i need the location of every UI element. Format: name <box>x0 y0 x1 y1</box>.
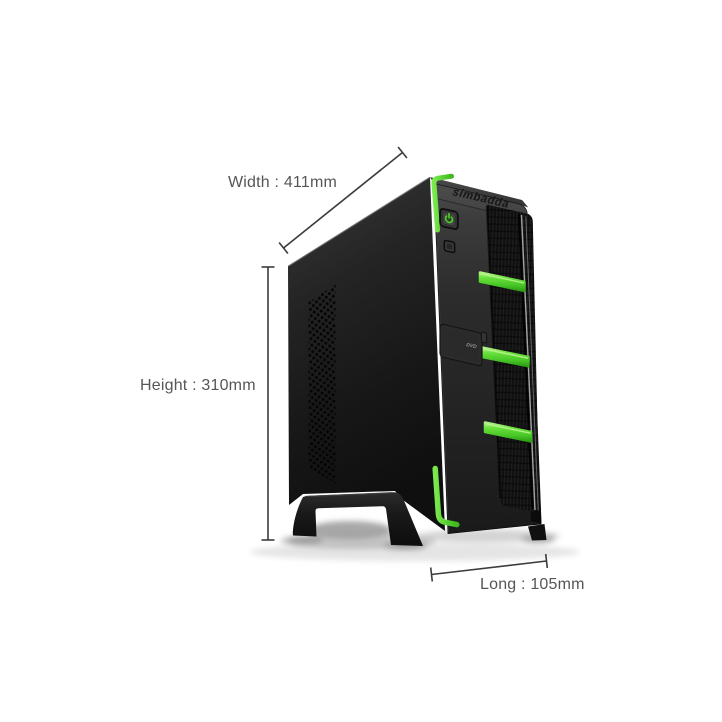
optical-drive-bay <box>439 323 483 367</box>
green-bar <box>478 271 526 293</box>
bezel-highlight-line <box>525 216 539 511</box>
green-accent-bottom <box>432 465 460 528</box>
power-button <box>439 207 459 231</box>
case-stand <box>292 492 423 546</box>
eject-button <box>480 331 488 344</box>
reset-button <box>443 239 456 254</box>
vent-holes <box>308 284 336 484</box>
dimension-lines <box>261 146 549 582</box>
dimension-width-line <box>278 146 408 254</box>
case-side-panel <box>288 177 445 531</box>
height-label: Height : 310mm <box>140 377 256 394</box>
green-accent-top <box>431 173 454 233</box>
width-label: Width : 411mm <box>228 174 337 191</box>
dimension-long-line <box>429 553 549 582</box>
case-foot <box>528 524 547 541</box>
green-bar <box>483 421 533 443</box>
dimension-height-line <box>261 266 275 541</box>
drive-brand-mark: DVD <box>466 342 478 350</box>
power-icon <box>444 212 454 224</box>
long-label: Long : 105mm <box>480 576 585 593</box>
